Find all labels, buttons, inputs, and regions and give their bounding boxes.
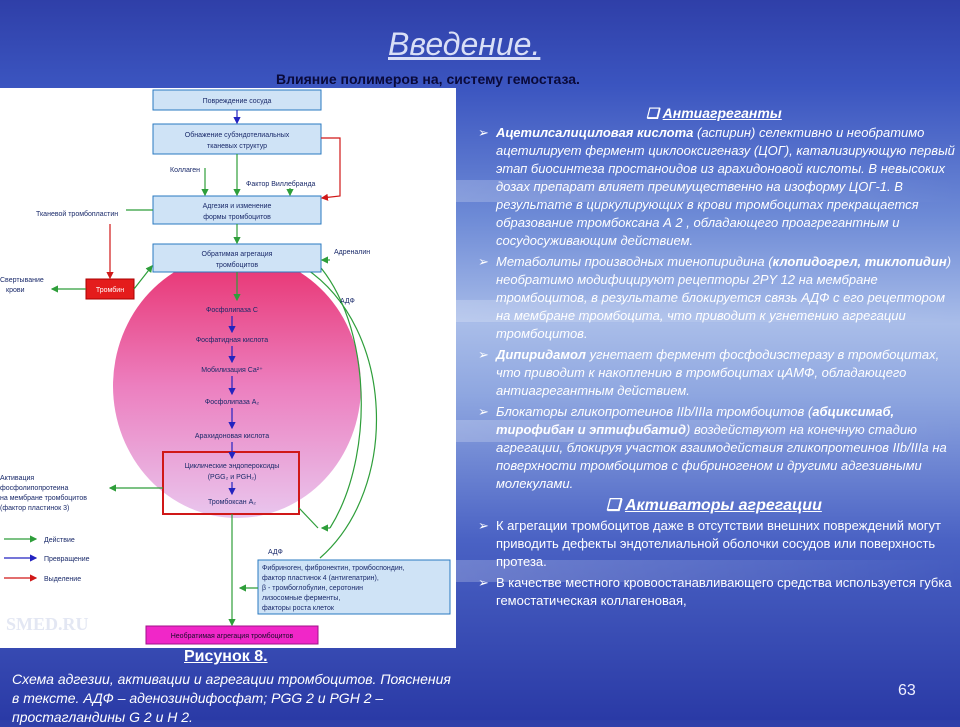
label-coag-1: Свертывание [0, 277, 44, 284]
arrow-bullet-icon: ➢ [478, 404, 489, 419]
aspirin-name: Ацетилсалициловая кислота [496, 125, 694, 140]
bullet-activators-1: ➢ К агрегации тромбоцитов даже в отсутств… [472, 517, 956, 571]
box-reversible-text-1: Обратимая агрегация [202, 250, 273, 258]
flow-arrows [50, 110, 341, 627]
arrow-bullet-icon: ➢ [478, 347, 489, 362]
label-collagen: Коллаген [170, 167, 200, 174]
box-adhesion-text-1: Адгезия и изменение [203, 203, 272, 210]
heading-activators: ❑ Активаторы агрегации [472, 497, 956, 515]
box-adhesion [152, 195, 322, 225]
label-act-3: на мембране тромбоцитов [0, 494, 87, 502]
circle-c6a: Циклические эндопероксиды [185, 463, 280, 470]
gp-text-1: Блокаторы гликопротеинов IIb/IIIa тромбо… [496, 404, 813, 419]
label-coag-2: крови [6, 287, 25, 294]
arrow-bullet-icon: ➢ [478, 518, 489, 533]
activators-text-1: К агрегации тромбоцитов даже в отсутстви… [496, 518, 941, 569]
slide-title: Введение. [388, 26, 541, 62]
circle-c6b: (PGG₂ и PGH₂) [208, 474, 257, 481]
bullet-dipyridamole: ➢ Дипиридамол угнетает фермент фосфодиэст… [472, 346, 956, 400]
label-adrenaline: Адреналин [334, 249, 370, 256]
gp-text-2: ) воздействуют на конечную стадию агрега… [496, 422, 947, 491]
gp-names: абциксимаб, тирофибан и эптифибатид [496, 404, 895, 437]
box-fibrinogen [257, 559, 451, 615]
label-act-4: (фактор пластинок 3) [0, 505, 69, 512]
box-subendothelial-text-2: тканевых структур [207, 143, 267, 150]
box-subendothelial [152, 123, 322, 155]
fib-3: β - тромбоглобулин, серотонин [262, 584, 363, 592]
dipyridamole-text: угнетает фермент фосфодиэстеразу в тромб… [496, 347, 940, 398]
checkbox-icon: ❑ [646, 105, 663, 121]
circle-c5: Арахидоновая кислота [195, 433, 269, 440]
label-act-1: Активация [0, 475, 34, 482]
label-act-2: фосфолипопротеина [0, 485, 69, 492]
circle-c1: Фосфолипаза С [206, 307, 258, 314]
slide-subtitle: Влияние полимеров на, систему гемостаза. [276, 71, 580, 87]
legend-action: Действие [44, 536, 75, 544]
dipyridamole-name: Дипиридамол [496, 347, 587, 362]
thieno-text-2: ) необратимо модифицируют рецепторы 2PY … [496, 254, 952, 341]
heading-activators-label: Активаторы агрегации [624, 497, 822, 514]
bullet-gp-blockers: ➢ Блокаторы гликопротеинов IIb/IIIa тром… [472, 403, 956, 493]
arrow-bullet-icon: ➢ [478, 254, 489, 269]
label-tissue-thromboplastin: Тканевой тромбопластин [36, 210, 118, 218]
heading-antiaggregants: ❑ Антиагреганты [472, 104, 956, 122]
thieno-names: клопидогрел, тиклопидин [772, 254, 947, 269]
figure-caption: Схема адгезии, активации и агрегации тро… [12, 671, 451, 725]
arrow-bullet-icon: ➢ [478, 125, 489, 140]
fib-4: лизосомные ферменты, [262, 595, 340, 602]
circle-c4: Фосфолипаза А₂ [205, 399, 260, 406]
activators-text-2: В качестве местного кровоостанавливающег… [496, 575, 952, 608]
label-adp-1: АДФ [340, 298, 355, 305]
circle-c3: Мобилизация Са²⁺ [201, 366, 263, 374]
fib-5: факторы роста клеток [262, 605, 335, 612]
thieno-text-1: Метаболиты производных тиенопиридина ( [496, 254, 773, 269]
adp-arc-inner [299, 247, 362, 529]
right-text-column: ❑ Антиагреганты ➢ Ацетилсалициловая кисло… [472, 104, 956, 613]
adp-arc-outer [304, 267, 377, 559]
legend-conversion: Превращение [44, 556, 90, 563]
page-number: 63 [898, 682, 916, 699]
figure-label: Рисунок 8. [184, 648, 268, 665]
box-thrombin-text: Тромбин [96, 286, 124, 294]
circle-c2: Фосфатидная кислота [196, 337, 268, 344]
watermark-logo: SMED.RU [6, 614, 89, 634]
box-subendothelial-text-1: Обнажение субэндотелиальных [185, 131, 290, 139]
heading-antiaggregants-label: Антиагреганты [662, 105, 782, 121]
bullet-aspirin: ➢ Ацетилсалициловая кислота (аспирин) сел… [472, 124, 956, 250]
label-willebrand: Фактор Виллебранда [246, 180, 316, 188]
arrow-bullet-icon: ➢ [478, 575, 489, 590]
box-reversible-text-2: тромбоцитов [216, 261, 259, 269]
fib-1: Фибриноген, фибронектин, тромбоспондин, [262, 564, 405, 572]
box-irreversible-text: Необратимая агрегация тромбоцитов [171, 632, 294, 640]
circle-c7: Тромбоксан А₂ [208, 498, 256, 506]
box-vessel-damage-text: Повреждение сосуда [203, 98, 272, 105]
bullet-thienopyridine: ➢ Метаболиты производных тиенопиридина (к… [472, 253, 956, 343]
legend-release: Выделение [44, 576, 81, 583]
fib-2: фактор пластинок 4 (антигепатрин), [262, 575, 379, 582]
aspirin-text: (аспирин) селективно и необратимо ацетил… [496, 125, 955, 248]
label-adp-2: АДФ [268, 549, 283, 556]
bullet-activators-2: ➢ В качестве местного кровоостанавливающе… [472, 574, 956, 610]
hemostasis-diagram: Повреждение сосуда Обнажение субэндотели… [0, 88, 456, 648]
box-reversible-aggregation [152, 243, 322, 273]
box-adhesion-text-2: формы тромбоцитов [203, 213, 271, 221]
checkbox-icon: ❑ [606, 497, 625, 514]
